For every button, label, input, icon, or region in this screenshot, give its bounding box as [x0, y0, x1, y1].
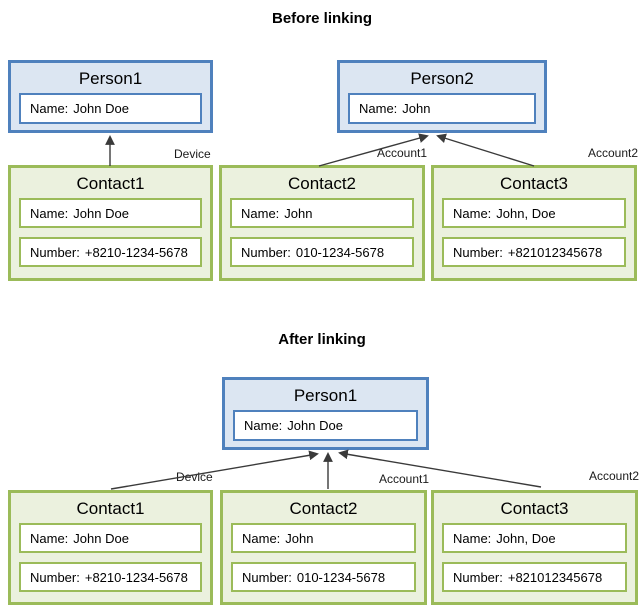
field-label: Name:: [453, 205, 492, 221]
contact2-box-after: Contact2 Name: John Number: 010-1234-567…: [220, 490, 427, 605]
field-value: +821012345678: [507, 244, 603, 260]
field-value: +8210-1234-5678: [84, 569, 188, 585]
person2-box-before: Person2 Name: John: [337, 60, 547, 133]
contact-title: Contact2: [289, 499, 358, 518]
field-label: Name:: [30, 205, 69, 221]
contact-title: Contact3: [500, 499, 569, 518]
field-value: John Doe: [287, 418, 343, 433]
field-label: Number:: [30, 569, 80, 585]
contact-title: Contact2: [287, 174, 357, 193]
field-value: 010-1234-5678: [296, 569, 386, 585]
field-label: Name:: [453, 530, 492, 546]
contact-title: Contact3: [499, 174, 569, 193]
person-name-field: Name: John Doe: [19, 93, 202, 124]
person1-box-after: Person1 Name: John Doe: [222, 377, 429, 450]
link-label-device-before: Device: [174, 147, 211, 161]
field-label: Number:: [241, 244, 291, 260]
contact-name-field: Name: John: [231, 523, 416, 553]
link-label-account2-after: Account2: [589, 469, 640, 483]
contact3-box-before: Contact3 Name: John, Doe Number: +821012…: [431, 165, 637, 281]
link-label-account1-before: Account1: [377, 146, 428, 160]
field-value: John: [402, 101, 431, 116]
link-label-account2-before: Account2: [588, 146, 639, 160]
field-label: Name:: [244, 418, 283, 433]
link-label-device-after: Device: [176, 470, 213, 484]
person1-box-before: Person1 Name: John Doe: [8, 60, 213, 133]
person-name-field: Name: John: [348, 93, 536, 124]
person-title: Person1: [78, 69, 143, 88]
field-value: +821012345678: [507, 569, 603, 585]
link-label-account1-after: Account1: [379, 472, 430, 486]
field-value: +8210-1234-5678: [84, 244, 188, 260]
person-title: Person1: [293, 386, 358, 405]
person-title: Person2: [410, 69, 474, 88]
field-label: Number:: [30, 244, 80, 260]
field-label: Number:: [453, 244, 503, 260]
contact-name-field: Name: John, Doe: [442, 523, 627, 553]
contact-number-field: Number: 010-1234-5678: [230, 237, 414, 267]
arrow-contact1-to-person1-after: [110, 450, 319, 490]
person-name-field: Name: John Doe: [233, 410, 418, 441]
field-label: Name:: [30, 530, 69, 546]
field-label: Number:: [242, 569, 292, 585]
arrow-contact3-to-person1-after: [338, 449, 542, 488]
contact-name-field: Name: John Doe: [19, 198, 202, 228]
field-label: Name:: [241, 205, 280, 221]
field-label: Name:: [30, 101, 69, 116]
contact1-box-before: Contact1 Name: John Doe Number: +8210-12…: [8, 165, 213, 281]
field-value: John Doe: [73, 530, 129, 546]
section-title-before: Before linking: [271, 10, 372, 27]
contact-number-field: Number: +8210-1234-5678: [19, 237, 202, 267]
field-label: Number:: [453, 569, 503, 585]
contact-title: Contact1: [76, 174, 145, 193]
contact3-box-after: Contact3 Name: John, Doe Number: +821012…: [431, 490, 638, 605]
field-value: John, Doe: [496, 530, 556, 546]
contact2-box-before: Contact2 Name: John Number: 010-1234-567…: [219, 165, 425, 281]
contact-title: Contact1: [76, 499, 145, 518]
section-title-after: After linking: [278, 331, 366, 348]
field-value: John: [285, 530, 314, 546]
field-value: John Doe: [73, 101, 129, 116]
field-value: John: [284, 205, 313, 221]
field-value: John Doe: [73, 205, 129, 221]
contact-number-field: Number: +821012345678: [442, 237, 626, 267]
contact-number-field: Number: +821012345678: [442, 562, 627, 592]
contact-name-field: Name: John: [230, 198, 414, 228]
field-label: Name:: [242, 530, 281, 546]
contact-number-field: Number: 010-1234-5678: [231, 562, 416, 592]
field-label: Name:: [359, 101, 398, 116]
contact-name-field: Name: John, Doe: [442, 198, 626, 228]
field-value: John, Doe: [496, 205, 556, 221]
contact-number-field: Number: +8210-1234-5678: [19, 562, 202, 592]
arrow-contact3-to-person2-before: [436, 133, 535, 167]
field-value: 010-1234-5678: [295, 244, 385, 260]
contact1-box-after: Contact1 Name: John Doe Number: +8210-12…: [8, 490, 213, 605]
contact-name-field: Name: John Doe: [19, 523, 202, 553]
